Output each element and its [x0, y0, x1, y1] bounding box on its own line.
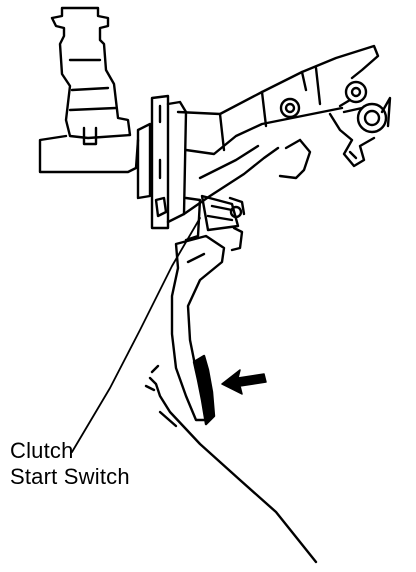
- master-cylinder: [38, 6, 152, 200]
- clutch-pedal-arm: [170, 234, 226, 422]
- callout-leader-line: [71, 217, 201, 453]
- pivot-assembly: [278, 80, 392, 180]
- clutch-start-switch-label: Clutch Start Switch: [10, 438, 130, 490]
- clutch-start-switch: [184, 194, 246, 252]
- pedal-pad: [192, 354, 216, 426]
- mounting-flange: [150, 94, 188, 230]
- label-line-2: Start Switch: [10, 464, 130, 489]
- label-line-1: Clutch: [10, 438, 74, 463]
- pedal-bracket: [176, 44, 380, 216]
- floor-line: [144, 364, 318, 564]
- push-arrow-icon: [221, 369, 267, 395]
